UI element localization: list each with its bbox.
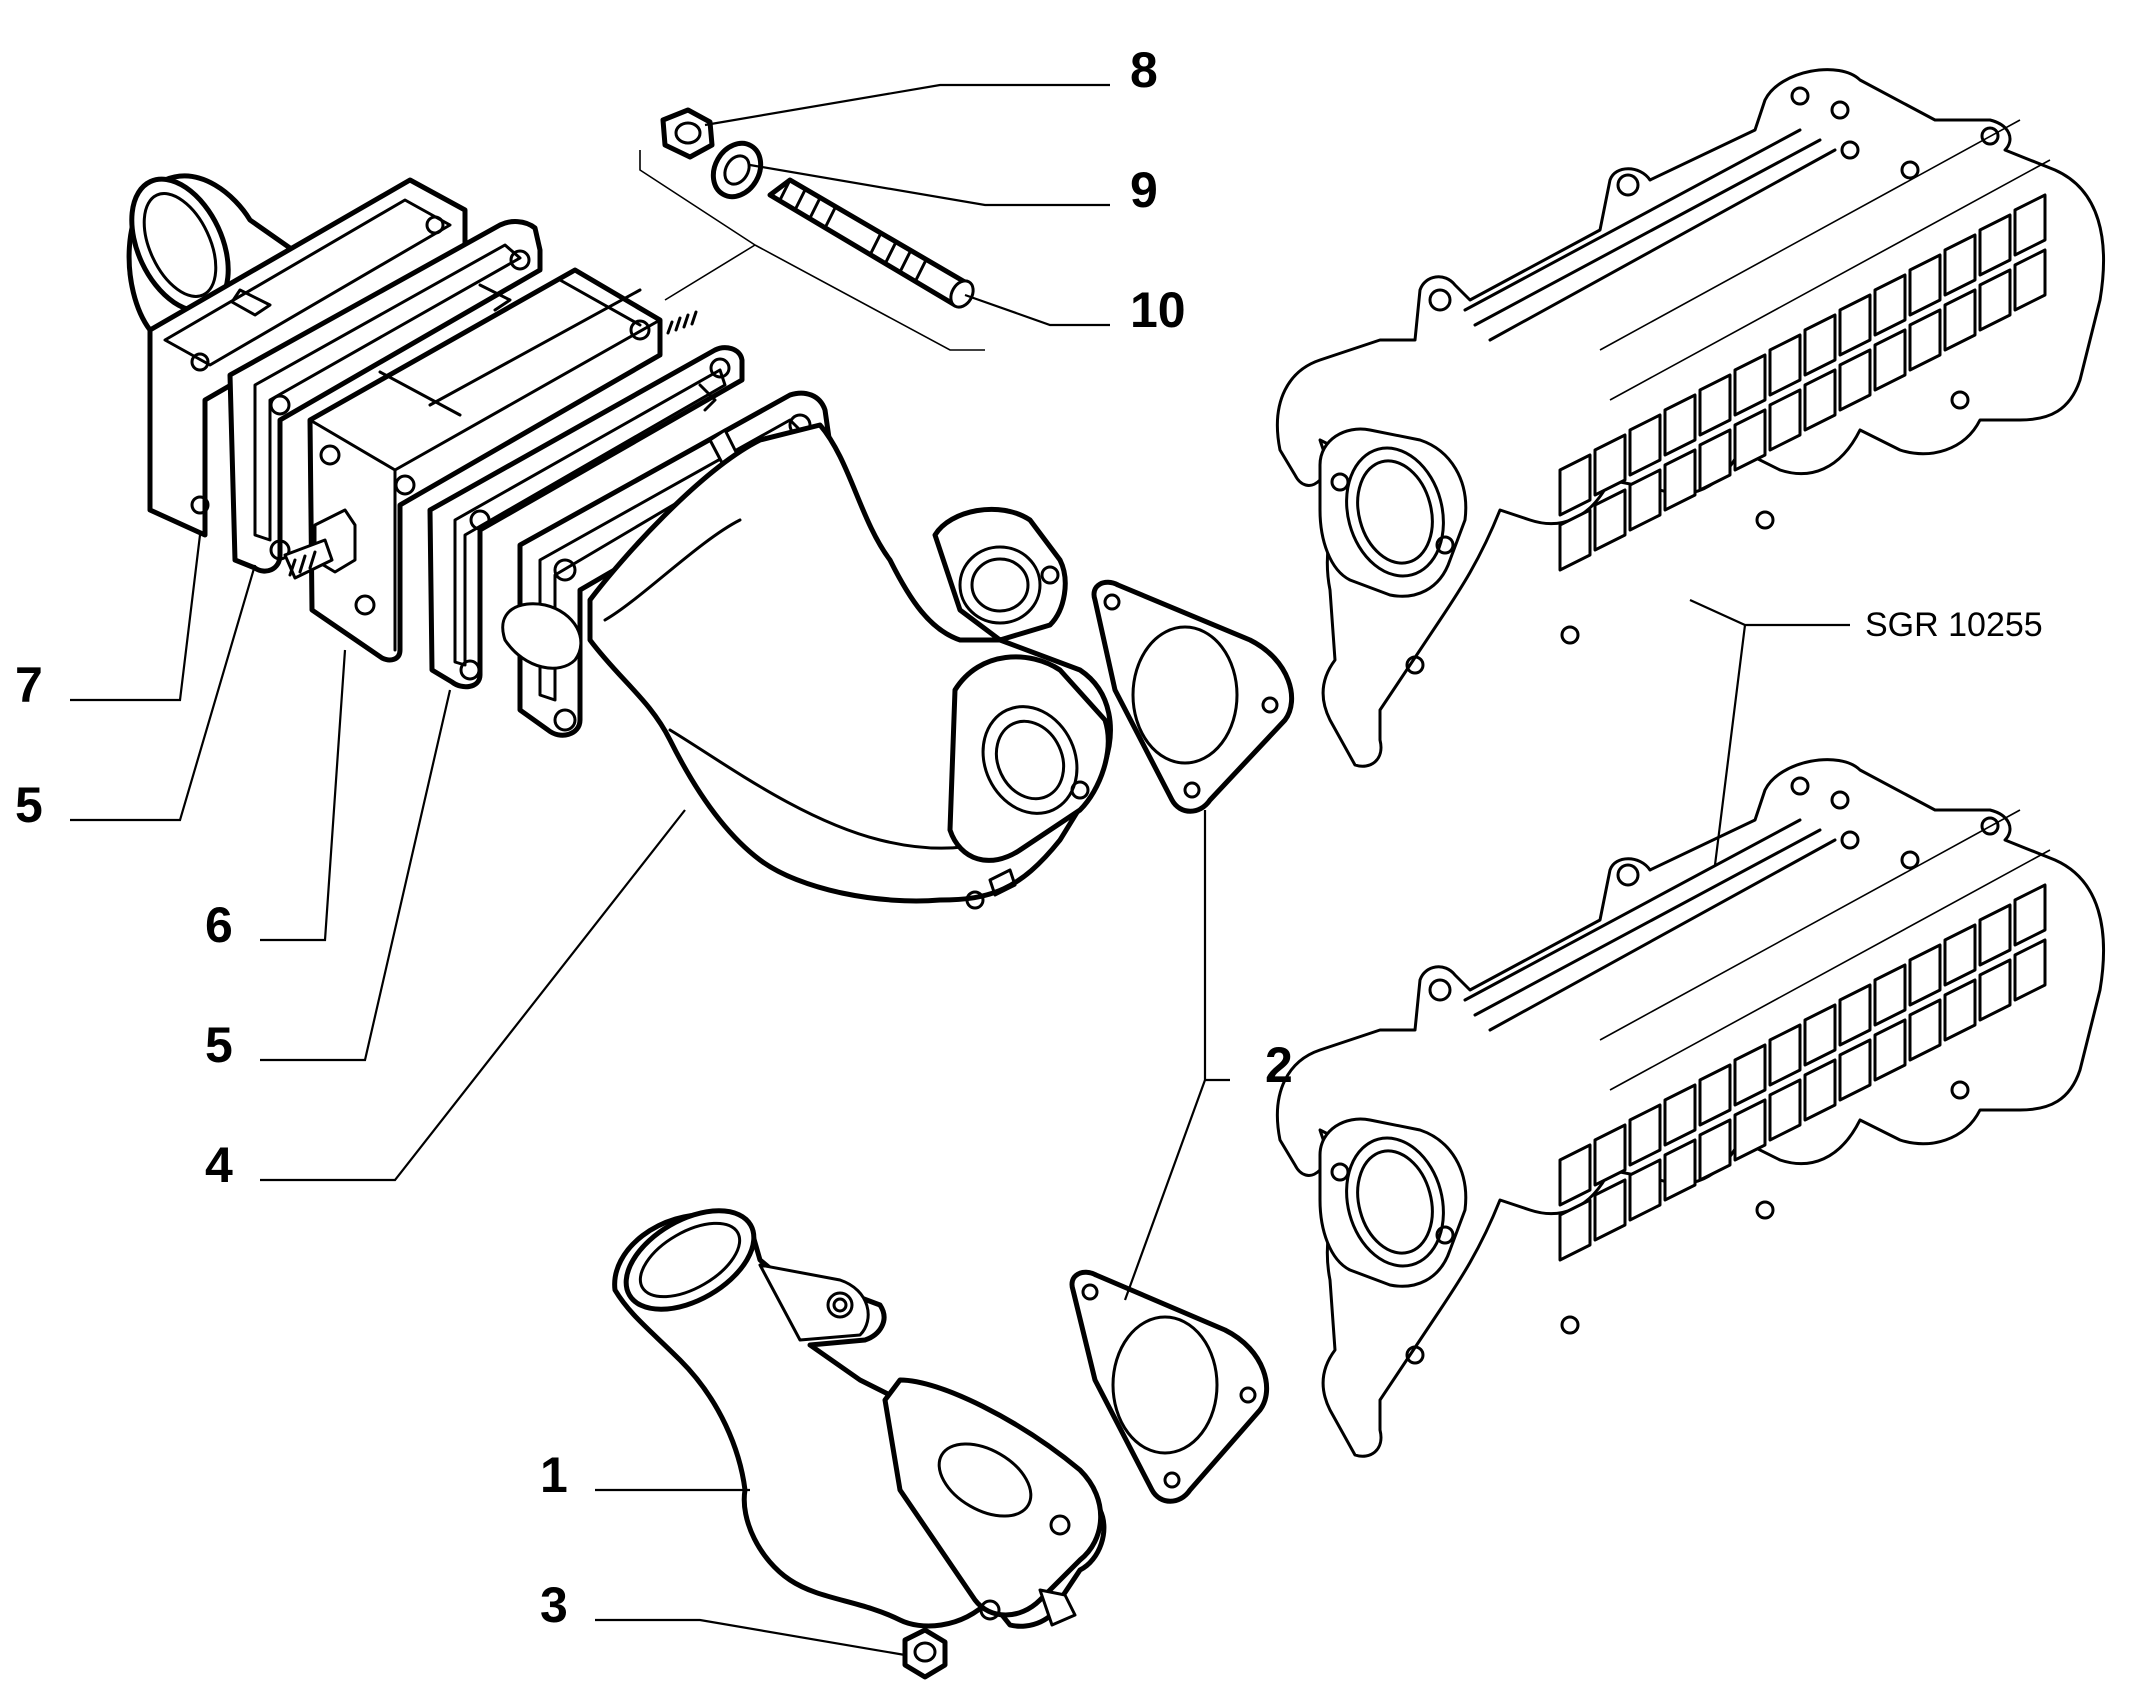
callout-9: 9 xyxy=(1130,162,1158,218)
leader-5b xyxy=(260,689,452,1062)
callout-8: 8 xyxy=(1130,42,1158,98)
part-8-nut xyxy=(660,107,715,160)
callout-4: 4 xyxy=(205,1137,233,1193)
part-4-egr-pipe xyxy=(501,390,1113,910)
leader-lines xyxy=(70,83,1850,1657)
part-10-stud xyxy=(767,177,975,309)
part-6-valve-body xyxy=(283,267,698,663)
part-7-inlet-elbow xyxy=(126,173,468,538)
callout-2: 2 xyxy=(1265,1037,1293,1093)
callout-3: 3 xyxy=(540,1577,568,1633)
callout-1: 1 xyxy=(540,1447,568,1503)
callout-labels: 7 5 6 5 4 8 9 10 2 1 3 SGR 10255 xyxy=(15,42,2043,1633)
leader-9 xyxy=(749,163,1110,207)
leader-ref xyxy=(1689,598,1850,866)
part-2-gasket-lower xyxy=(1069,1269,1270,1504)
callout-5-upper: 5 xyxy=(15,777,43,833)
callout-6: 6 xyxy=(205,897,233,953)
leader-10 xyxy=(964,293,1110,327)
leader-3 xyxy=(595,1618,906,1657)
manifold-assembly-upper xyxy=(1275,68,2106,768)
callout-5-lower: 5 xyxy=(205,1017,233,1073)
reference-code: SGR 10255 xyxy=(1865,606,2043,644)
leader-7 xyxy=(70,534,202,702)
leader-6 xyxy=(260,649,347,942)
leader-8 xyxy=(704,83,1110,127)
callout-7: 7 xyxy=(15,657,43,713)
part-5-gasket-first xyxy=(227,219,543,574)
part-1-lower-pipe xyxy=(612,1208,1107,1629)
part-9-washer xyxy=(710,140,764,200)
part-2-gasket-upper xyxy=(1091,579,1295,814)
leader-2 xyxy=(1123,810,1230,1301)
assembly-bracket xyxy=(639,150,985,351)
leader-5a xyxy=(70,564,257,822)
callout-10: 10 xyxy=(1130,282,1186,338)
part-5-gasket-second xyxy=(427,345,745,690)
leader-4 xyxy=(260,809,686,1182)
manifold-assembly-lower xyxy=(1275,758,2106,1458)
part-3-nut xyxy=(902,1627,948,1680)
